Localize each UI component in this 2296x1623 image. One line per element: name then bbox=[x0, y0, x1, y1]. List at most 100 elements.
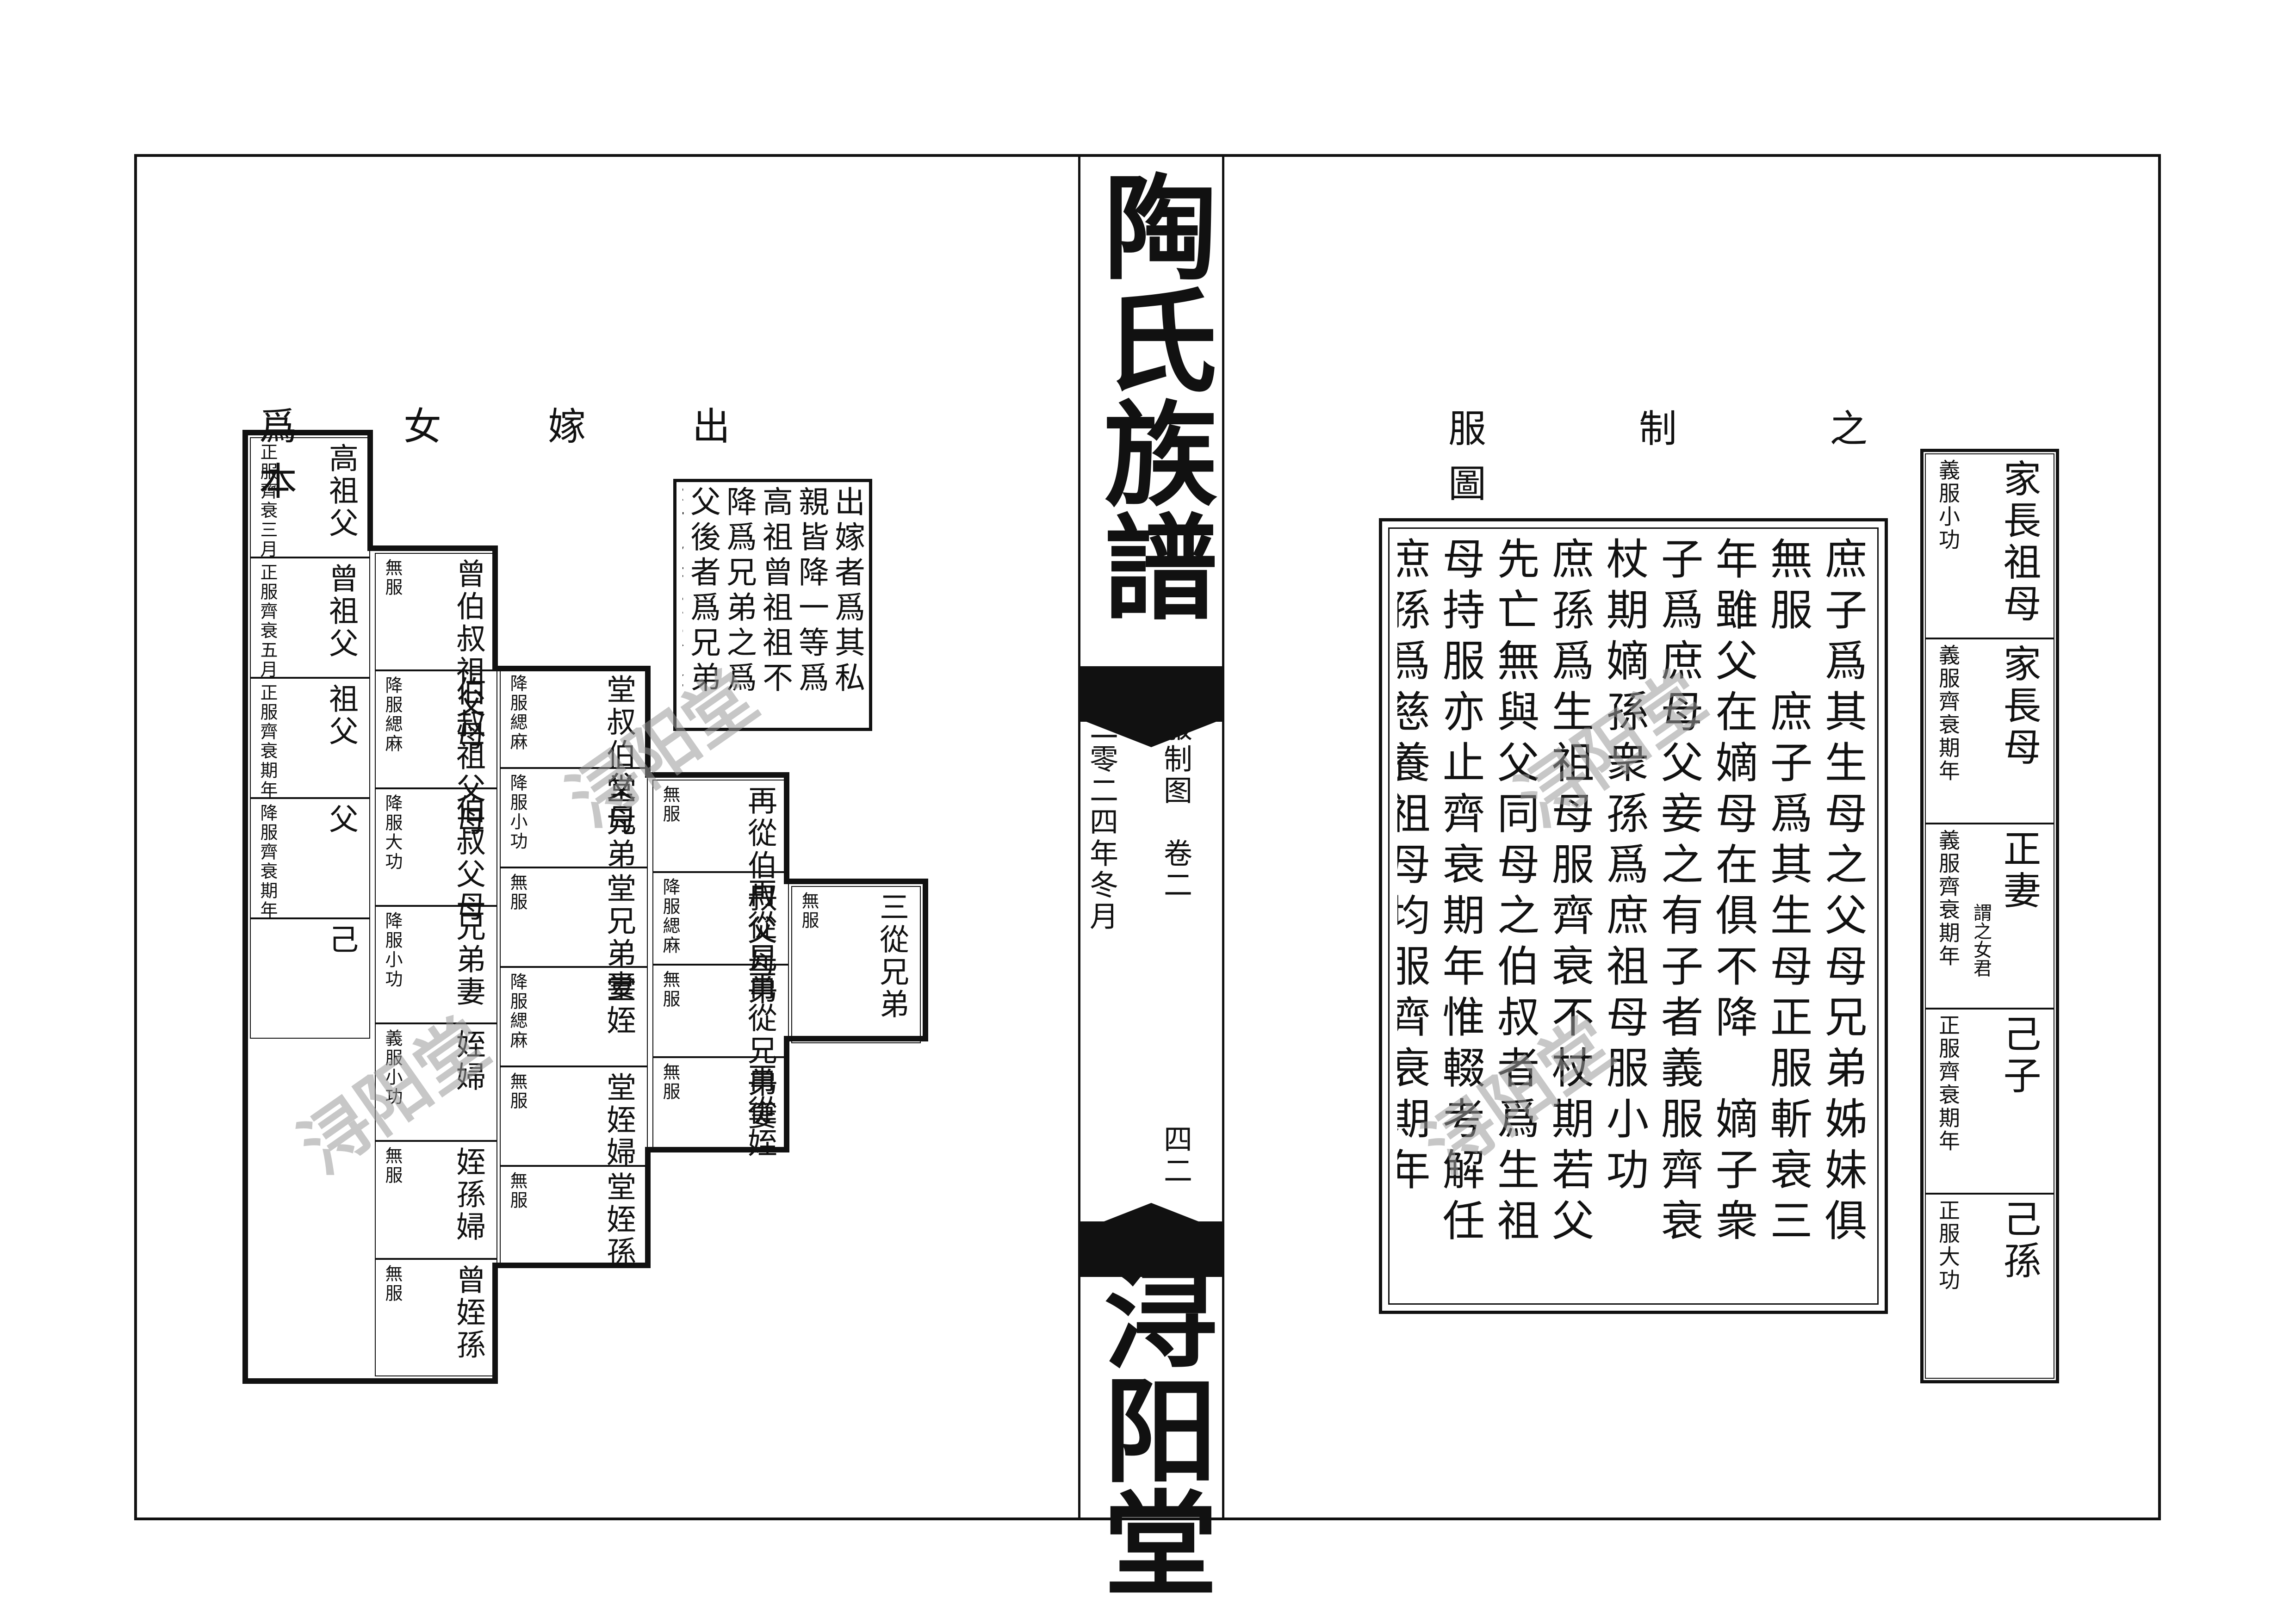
right-table-note: 正服齊衰期年 bbox=[1936, 1014, 1961, 1153]
kinship-cell: 堂姪 降服緦麻 bbox=[500, 967, 648, 1066]
right-table-note: 義服齊衰期年 bbox=[1936, 644, 1961, 783]
kinship-name: 曾姪孫 bbox=[451, 1264, 485, 1362]
kinship-cell: 再從兄弟妻無服 bbox=[652, 965, 789, 1132]
kinship-cell: 祖父正服齊衰期年 bbox=[250, 678, 370, 800]
kinship-chart-outline bbox=[242, 430, 928, 1384]
kinship-note: 正服齊衰期年 bbox=[257, 683, 278, 800]
kinship-cell: 高祖父 正服齊衰三月 bbox=[250, 437, 370, 559]
kinship-cell: 曾伯叔祖父母 無服 bbox=[375, 553, 497, 753]
kinship-note: 無服 bbox=[382, 1146, 403, 1186]
kinship-cell: 堂兄弟 降服小功 bbox=[500, 768, 648, 871]
right-table-name: 正妻 bbox=[1997, 829, 2041, 912]
kinship-name: 高祖父 bbox=[324, 443, 358, 540]
kinship-cell: 曾姪孫 無服 bbox=[375, 1258, 497, 1376]
kinship-note: 無服 bbox=[507, 1171, 527, 1210]
kinship-cell: 兄弟妻 降服小功 bbox=[375, 905, 497, 1024]
kinship-note: 降服緦麻 bbox=[660, 878, 680, 955]
kinship-note: 降服小功 bbox=[382, 911, 403, 989]
right-table-cell: 正妻謂之女君義服齊衰期年 bbox=[1925, 824, 2054, 1009]
explanation-text: 庶子爲其生母之父母兄弟姊妹俱無服 庶子爲其生母正服斬衰三年雖父在嫡母在俱不降 嫡… bbox=[1397, 537, 1867, 1295]
kinship-name: 三從兄弟 bbox=[875, 892, 909, 1021]
right-table-note: 正服大功 bbox=[1936, 1199, 1961, 1292]
kinship-note: 無服 bbox=[507, 1072, 527, 1111]
genealogy-title: 陶氏族譜 bbox=[1085, 169, 1218, 622]
right-table-cell: 家長祖母 義服小功 bbox=[1925, 453, 2054, 638]
kinship-note: 無服 bbox=[382, 558, 403, 597]
explanation-box bbox=[1379, 518, 1888, 1314]
explanation-box-inner bbox=[1388, 527, 1879, 1305]
kinship-cell: 堂叔伯父母 降服緦麻 bbox=[500, 669, 648, 836]
kinship-name: 再從兄弟 bbox=[743, 878, 777, 1007]
right-table-cell: 家長母 義服齊衰期年 bbox=[1925, 638, 2054, 824]
kinship-cell: 再從伯叔父母 無服 bbox=[652, 780, 789, 979]
kinship-note: 降服齊衰期年 bbox=[257, 804, 278, 920]
kinship-name: 父 bbox=[324, 804, 358, 836]
kinship-name: 堂姪婦 bbox=[602, 1072, 636, 1169]
kinship-name: 兄弟妻 bbox=[451, 911, 485, 1009]
right-heading-text: 服制之圖 bbox=[1448, 407, 2020, 506]
kinship-name: 曾祖父 bbox=[324, 563, 358, 660]
kinship-cell: 姪孫婦 無服 bbox=[375, 1141, 497, 1259]
left-note-text: 出嫁者爲其私親皆降一等爲高祖曾祖祖不降爲兄弟之爲父後者爲兄弟姪之妻亦不降 bbox=[683, 486, 865, 697]
right-table-name: 家長母 bbox=[1997, 644, 2041, 769]
kinship-name: 堂兄弟妻 bbox=[602, 873, 636, 1003]
kinship-name: 己 bbox=[324, 924, 358, 956]
kinship-note: 降服小功 bbox=[507, 774, 527, 851]
kinship-cell: 己 bbox=[250, 918, 370, 1039]
kinship-cell: 堂姪孫 無服 bbox=[500, 1166, 648, 1269]
kinship-note: 降服大功 bbox=[382, 793, 403, 872]
kinship-cell: 堂姪婦 無服 bbox=[500, 1066, 648, 1169]
kinship-name: 堂姪孫 bbox=[602, 1171, 636, 1269]
kinship-name: 姪婦 bbox=[451, 1029, 485, 1094]
left-heading: 出嫁女爲本 bbox=[259, 396, 907, 506]
kinship-name: 姪孫婦 bbox=[451, 1146, 485, 1244]
kinship-note: 正服齊衰三月 bbox=[257, 443, 278, 559]
kinship-name: 曾伯叔祖父母 bbox=[451, 558, 485, 753]
left-heading-text: 出嫁女爲本 bbox=[259, 405, 837, 504]
right-table-note: 義服小功 bbox=[1936, 459, 1961, 551]
spine-fishtail-top bbox=[1080, 666, 1222, 722]
kinship-name: 再從伯叔父母 bbox=[743, 785, 777, 979]
right-kin-table-body: 家長祖母 義服小功家長母 義服齊衰期年正妻謂之女君義服齊衰期年己子 正服齊衰期年己孫正… bbox=[1925, 453, 2054, 1379]
kinship-note: 降服緦麻 bbox=[507, 674, 527, 752]
kinship-cell: 伯叔父母 降服大功 bbox=[375, 788, 497, 923]
kinship-note: 無服 bbox=[660, 785, 680, 824]
kinship-name: 堂叔伯父母 bbox=[602, 674, 636, 836]
hall-name: 浔阳堂 bbox=[1085, 1258, 1218, 1598]
kinship-chart: 高祖父 正服齊衰三月曾祖父 正服齊衰五月祖父正服齊衰期年父 降服齊衰期年己 曾伯叔祖父母… bbox=[241, 428, 935, 1386]
kinship-cell: 再從兄弟 降服緦麻 bbox=[652, 872, 789, 1007]
kinship-name: 伯叔父母 bbox=[451, 793, 485, 923]
kinship-chart-border bbox=[242, 430, 928, 1384]
kinship-note: 無服 bbox=[382, 1264, 403, 1303]
kinship-cell: 三從兄弟無服 bbox=[791, 886, 921, 1043]
kinship-cell: 堂兄弟妻無服 bbox=[500, 867, 648, 1003]
spine-fishtail-bottom bbox=[1080, 1221, 1222, 1277]
right-table-subnote: 謂之女君 bbox=[1970, 903, 1992, 977]
kinship-name: 堂姪 bbox=[602, 973, 636, 1037]
kinship-grid: 高祖父 正服齊衰三月曾祖父 正服齊衰五月祖父正服齊衰期年父 降服齊衰期年己 曾伯叔祖父母… bbox=[250, 437, 921, 1376]
right-heading: 服制之圖 bbox=[1448, 398, 2050, 508]
right-table-name: 家長祖母 bbox=[1997, 459, 2041, 626]
kinship-note: 降服緦麻 bbox=[382, 676, 403, 754]
kinship-cell: 父 降服齊衰期年 bbox=[250, 798, 370, 920]
right-table-cell: 己孫正服大功 bbox=[1925, 1194, 2054, 1379]
kinship-name: 堂兄弟 bbox=[602, 774, 636, 871]
right-kin-table bbox=[1920, 449, 2059, 1383]
kinship-cell: 曾祖父 正服齊衰五月 bbox=[250, 558, 370, 680]
page-frame bbox=[134, 154, 2161, 1520]
left-note-box bbox=[673, 479, 872, 731]
kinship-note: 降服緦麻 bbox=[507, 973, 527, 1050]
right-table-name: 己子 bbox=[1997, 1014, 2041, 1097]
book-spine bbox=[1078, 154, 1224, 1520]
kinship-note: 無服 bbox=[660, 970, 680, 1009]
kinship-name: 再從兄弟妻 bbox=[743, 970, 777, 1132]
kinship-note: 正服齊衰五月 bbox=[257, 563, 278, 680]
kinship-cell: 伯叔祖父母降服緦麻 bbox=[375, 670, 497, 838]
compile-date: 二零二四年冬月 bbox=[1085, 712, 1118, 933]
kinship-note: 義服小功 bbox=[382, 1029, 403, 1107]
kinship-name: 再從姪 bbox=[743, 1063, 777, 1160]
spine-fishtail-top-notch bbox=[1080, 719, 1222, 747]
kinship-cell: 姪婦 義服小功 bbox=[375, 1023, 497, 1141]
kinship-note: 無服 bbox=[660, 1063, 680, 1102]
section-label: 服制图 卷二 bbox=[1159, 712, 1192, 901]
